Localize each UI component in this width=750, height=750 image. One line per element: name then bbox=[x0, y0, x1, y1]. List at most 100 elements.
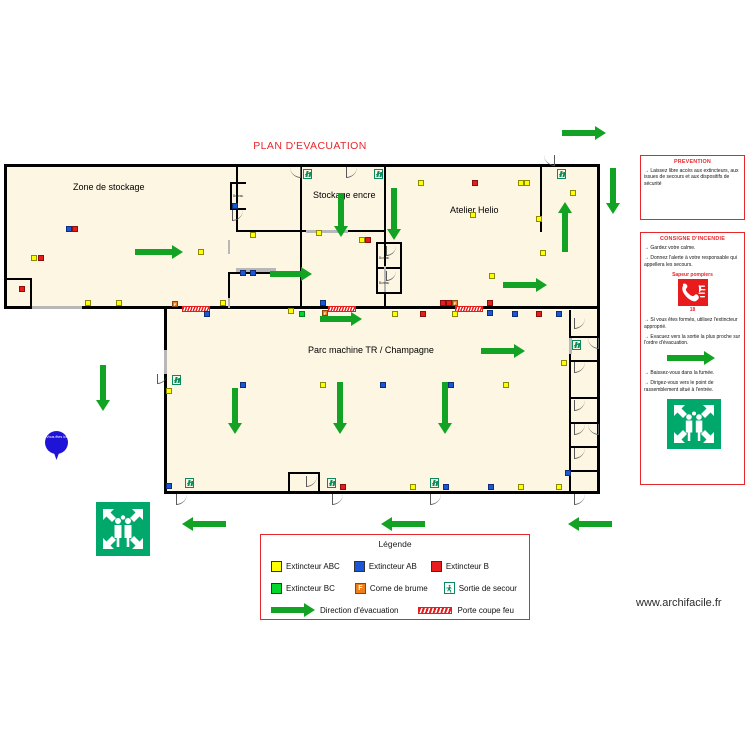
label-bureau-3: Bureau bbox=[233, 194, 244, 198]
page-title: PLAN D'EVACUATION bbox=[253, 140, 367, 152]
extincteur-abc-marker bbox=[452, 311, 458, 317]
door-swing-16 bbox=[176, 494, 187, 505]
extincteur-b-marker bbox=[446, 300, 452, 306]
direction-evacuation-arrow bbox=[667, 350, 715, 365]
door-swing-19 bbox=[430, 494, 441, 505]
prevention-box: PREVENTION → Laissez libre accès aux ext… bbox=[640, 155, 745, 220]
label-zone-de-stockage: Zone de stockage bbox=[73, 182, 145, 192]
extincteur-ab-marker bbox=[204, 311, 210, 317]
direction-evacuation-arrow bbox=[381, 517, 425, 531]
point-de-rassemblement-sign bbox=[96, 502, 150, 556]
extincteur-ab-marker bbox=[66, 226, 72, 232]
wall-small-room-top3 bbox=[230, 208, 246, 210]
legend-label: Extincteur ABC bbox=[286, 562, 340, 571]
wall-top-upper bbox=[4, 164, 600, 167]
legend-label: Sortie de secour bbox=[458, 583, 517, 593]
legend-item-direction-evacuation: Direction d'évacuation bbox=[271, 603, 398, 617]
extincteur-b-marker bbox=[340, 484, 346, 490]
wall-part-1 bbox=[236, 166, 238, 232]
prevention-line-1: → Laissez libre accès aux extincteurs, a… bbox=[644, 168, 739, 187]
wall-part-4 bbox=[384, 166, 386, 308]
opening-3 bbox=[228, 240, 230, 254]
extincteur-abc-marker bbox=[316, 230, 322, 236]
extincteur-b-marker bbox=[487, 300, 493, 306]
porte-coupe-feu bbox=[328, 306, 356, 312]
point-de-rassemblement-sign bbox=[667, 399, 721, 450]
room-stockage-encre bbox=[302, 166, 386, 308]
sortie-de-secours-icon bbox=[303, 169, 312, 179]
wall-small-room-top bbox=[230, 182, 232, 210]
opening-8 bbox=[569, 338, 572, 354]
sortie-de-secours-icon bbox=[327, 478, 336, 488]
extincteur-abc-marker bbox=[556, 484, 562, 490]
wall-right-upper bbox=[597, 164, 600, 310]
extincteur-abc-icon bbox=[271, 561, 282, 572]
pin-tip bbox=[51, 446, 62, 460]
extincteur-b-marker bbox=[420, 311, 426, 317]
extincteur-b-marker bbox=[472, 180, 478, 186]
direction-evacuation-arrow bbox=[562, 126, 606, 140]
extincteur-abc-marker bbox=[31, 255, 37, 261]
direction-evacuation-arrow bbox=[333, 382, 347, 434]
label-atelier-helio: Atelier Helio bbox=[450, 205, 499, 215]
running-man-icon bbox=[446, 584, 452, 593]
label-parc-machine: Parc machine TR / Champagne bbox=[308, 345, 434, 355]
wall-strip-divider bbox=[569, 310, 571, 492]
wall-strip-r6 bbox=[569, 470, 599, 472]
direction-evacuation-arrow bbox=[387, 188, 401, 240]
extincteur-ab-marker bbox=[320, 300, 326, 306]
extincteur-ab-marker bbox=[565, 470, 571, 476]
wall-part-2 bbox=[300, 166, 302, 232]
door-swing-18 bbox=[332, 494, 343, 505]
wall-alcove-left bbox=[4, 278, 32, 280]
extincteur-ab-icon bbox=[353, 561, 365, 572]
consigne-line-4: → Evacuez vers la sortie la plus proche … bbox=[644, 334, 741, 347]
prevention-title: PREVENTION bbox=[673, 159, 712, 165]
wall-left-lower bbox=[164, 308, 167, 494]
label-stockage-encre: Stockage encre bbox=[313, 190, 376, 200]
wall-vestibule-t bbox=[288, 472, 320, 474]
sortie-de-secours-icon bbox=[374, 169, 383, 179]
direction-evacuation-arrow bbox=[503, 278, 547, 292]
direction-evacuation-icon bbox=[271, 603, 315, 617]
wall-bureau-box2 bbox=[376, 242, 402, 244]
legend-item-extincteur-b: Extincteur B bbox=[430, 561, 489, 572]
wall-strip-r3 bbox=[569, 397, 599, 399]
extincteur-ab-marker bbox=[250, 270, 256, 276]
corne-de-brume-marker: F bbox=[322, 310, 328, 316]
direction-evacuation-arrow bbox=[568, 517, 612, 531]
extincteur-abc-marker bbox=[518, 180, 524, 186]
pin-bulb bbox=[45, 431, 68, 454]
extincteur-abc-marker bbox=[418, 180, 424, 186]
pin-label: Vous êtes ici bbox=[46, 435, 67, 439]
sortie-de-secours-icon bbox=[557, 169, 566, 179]
direction-evacuation-arrow bbox=[270, 267, 312, 281]
opening-5 bbox=[306, 230, 348, 233]
you-are-here-pin[interactable]: Vous êtes ici bbox=[45, 431, 68, 461]
direction-evacuation-arrow bbox=[135, 245, 183, 259]
porte-coupe-feu bbox=[455, 306, 483, 312]
legend-label: Corne de brume bbox=[369, 583, 428, 593]
extincteur-abc-marker bbox=[540, 250, 546, 256]
wall-part-8 bbox=[540, 166, 542, 232]
legend-title: Légende bbox=[378, 539, 412, 549]
extincteur-abc-marker bbox=[220, 300, 226, 306]
extincteur-abc-marker bbox=[570, 190, 576, 196]
extincteur-abc-marker bbox=[410, 484, 416, 490]
extincteur-abc-marker bbox=[489, 273, 495, 279]
extincteur-b-icon bbox=[430, 561, 442, 572]
floor-plan[interactable]: Zone de stockage Stockage encre Atelier … bbox=[0, 155, 620, 505]
wall-bottom-lower bbox=[164, 491, 600, 494]
label-bureau-1: Bureau bbox=[379, 256, 390, 260]
direction-evacuation-arrow bbox=[481, 344, 525, 358]
legend-item-sortie-de-secours: Sortie de secour bbox=[443, 582, 517, 594]
wall-strip-r2 bbox=[569, 360, 599, 362]
extincteur-abc-marker bbox=[288, 308, 294, 314]
assembly-point-icon bbox=[103, 509, 143, 549]
extincteur-ab-marker bbox=[488, 484, 494, 490]
extincteur-abc-marker bbox=[470, 212, 476, 218]
opening-1 bbox=[32, 306, 82, 309]
extincteur-ab-marker bbox=[556, 311, 562, 317]
wall-strip-r5 bbox=[569, 446, 599, 448]
wall-bureau-box5 bbox=[400, 242, 402, 294]
